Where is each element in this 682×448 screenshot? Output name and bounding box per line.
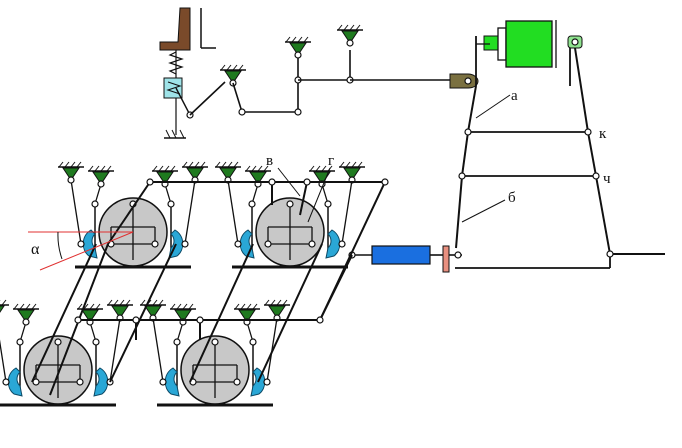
label-ch: ч [603,171,611,187]
angle-indicator: α [28,231,134,271]
brake-cylinder-green [475,20,583,86]
bogie-frame [31,181,386,396]
label-g: г [328,153,334,169]
wheel-unit-top-left [58,162,208,267]
top-linkage [189,24,479,116]
label-b: б [508,190,516,206]
brake-cylinder-blue [348,245,462,273]
label-alpha: α [31,241,40,258]
pedal-assembly [159,7,216,139]
wheel-labels: в г [266,153,334,223]
main-lever-system: а б к ч [455,47,665,269]
label-k: к [599,126,607,142]
wheel-unit-top-right [215,162,365,267]
label-a: а [511,88,518,104]
wheel-unit-bottom-right [140,300,290,405]
label-v: в [266,153,273,169]
